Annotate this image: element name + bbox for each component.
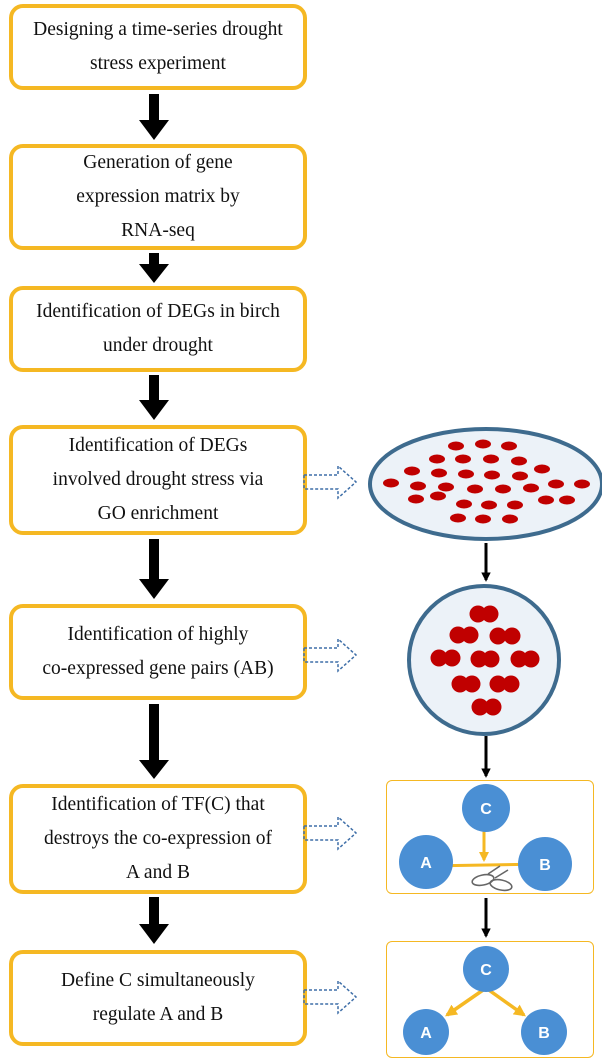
tf-regulation-network: C A B bbox=[403, 946, 567, 1055]
node-a-label: A bbox=[420, 855, 432, 872]
step-4-text: Identification of DEGs involved drought … bbox=[52, 435, 264, 524]
step-6-text: Identification of TF(C) that destroys th… bbox=[44, 794, 272, 883]
down-arrow-1 bbox=[139, 94, 169, 140]
step-5-text: Identification of highly co-expressed ge… bbox=[42, 624, 274, 679]
scissors-icon bbox=[471, 865, 513, 892]
node-c bbox=[462, 784, 510, 832]
deg-dots bbox=[383, 439, 590, 524]
node-c-label: C bbox=[480, 801, 492, 818]
deg-ellipse bbox=[368, 427, 602, 541]
step-3-box: Identification of DEGs in birch under dr… bbox=[9, 286, 307, 372]
reg-node-b-label: B bbox=[538, 1025, 550, 1042]
dashed-arrow-4 bbox=[303, 979, 358, 1015]
reg-node-b bbox=[521, 1009, 567, 1055]
step-3-text: Identification of DEGs in birch under dr… bbox=[36, 301, 280, 356]
step-7-text: Define C simultaneously regulate A and B bbox=[61, 970, 255, 1025]
reg-node-c-label: C bbox=[480, 962, 492, 979]
reg-node-a-label: A bbox=[420, 1025, 432, 1042]
down-arrow-5 bbox=[139, 704, 169, 779]
step-1-text: Designing a time-series drought stress e… bbox=[33, 19, 283, 74]
dashed-arrow-2 bbox=[303, 637, 358, 673]
step-5-box: Identification of highly co-expressed ge… bbox=[9, 604, 307, 700]
down-arrow-3 bbox=[139, 375, 169, 420]
down-arrow-2 bbox=[139, 253, 169, 283]
reg-node-c bbox=[463, 946, 509, 992]
step-1-box: Designing a time-series drought stress e… bbox=[9, 4, 307, 90]
step-2-text: Generation of gene expression matrix by … bbox=[76, 152, 240, 241]
node-a bbox=[399, 835, 453, 889]
dashed-arrow-1 bbox=[303, 464, 358, 500]
deg-cluster bbox=[368, 427, 602, 541]
step-6-box: Identification of TF(C) that destroys th… bbox=[9, 784, 307, 894]
step-4-box: Identification of DEGs involved drought … bbox=[9, 425, 307, 535]
gene-pair-dots bbox=[430, 605, 540, 716]
step-7-box: Define C simultaneously regulate A and B bbox=[9, 950, 307, 1046]
tf-disruption-network: C A B bbox=[399, 784, 572, 892]
down-arrow-4 bbox=[139, 539, 169, 599]
dashed-arrow-3 bbox=[303, 815, 358, 851]
node-b bbox=[518, 837, 572, 891]
dashed-arrows bbox=[303, 464, 358, 1015]
step-2-box: Generation of gene expression matrix by … bbox=[9, 144, 307, 250]
main-flow-arrows bbox=[139, 94, 169, 944]
reg-node-a bbox=[403, 1009, 449, 1055]
coexpressed-cluster bbox=[407, 584, 561, 736]
node-b-label: B bbox=[539, 857, 551, 874]
down-arrow-6 bbox=[139, 897, 169, 944]
